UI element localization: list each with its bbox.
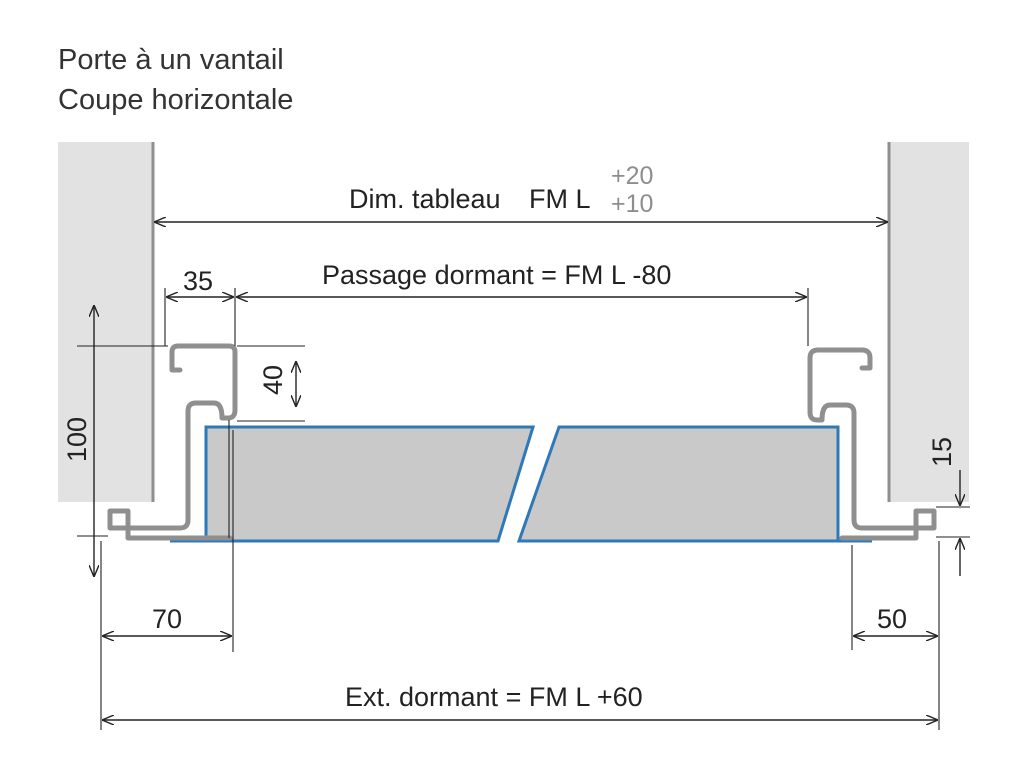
title-line-2: Coupe horizontale (58, 84, 294, 116)
left-wall (58, 142, 153, 502)
left-frame-profile (107, 343, 238, 541)
right-frame-profile (807, 347, 937, 541)
dim-tableau-tol-minus: +10 (611, 190, 653, 218)
dim-35-label: 35 (183, 266, 213, 296)
dim-15-label: 15 (927, 437, 957, 467)
dim-40-label: 40 (258, 365, 288, 395)
dim-50-label: 50 (877, 604, 907, 634)
dim-100-label: 100 (62, 417, 92, 462)
door-leaf-left (204, 425, 536, 543)
right-wall (889, 142, 969, 502)
dim-tableau-tol-plus: +20 (611, 162, 653, 190)
dim-tableau-text: Dim. tableau (349, 184, 501, 214)
title-block: Porte à un vantail Coupe horizontale (58, 40, 293, 120)
dim-70-label: 70 (152, 604, 182, 634)
title-line-1: Porte à un vantail (58, 44, 284, 76)
door-leaf-right (516, 425, 840, 543)
passage-label: Passage dormant = FM L -80 (322, 260, 671, 290)
ext-dormant-label: Ext. dormant = FM L +60 (345, 682, 643, 712)
dim-tableau-formula: FM L (529, 184, 591, 214)
